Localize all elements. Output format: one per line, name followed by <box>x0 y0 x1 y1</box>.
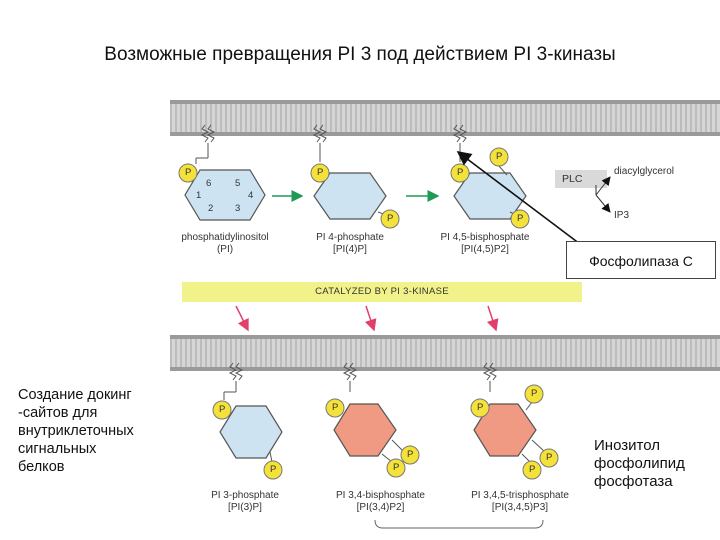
note-line: сигнальных <box>18 441 97 457</box>
label-pi4p-formula: [PI(4)P] <box>333 244 367 255</box>
molecule-pi <box>184 124 266 221</box>
phosphate-label: P <box>185 167 192 178</box>
phosphate-label: P <box>219 404 226 415</box>
label-pi4p-name: PI 4-phosphate <box>316 232 384 243</box>
molecule-pip3 <box>473 362 546 463</box>
phosphate-label: P <box>496 151 503 162</box>
kinase-banner: CATALYZED BY PI 3-KINASE <box>182 282 582 302</box>
ring-number-3: 3 <box>235 203 241 214</box>
note-line: Инозитол <box>594 437 660 454</box>
label-pi3p-name: PI 3-phosphate <box>211 490 279 501</box>
ring-number-5: 5 <box>235 178 241 189</box>
phosphate-group-bottom <box>212 384 559 480</box>
product-bracket <box>374 519 544 529</box>
note-line: фосфотаза <box>594 473 673 490</box>
arrow-kinase-1 <box>235 305 249 332</box>
diagram-title: Возможные превращения PI 3 под действием… <box>104 44 616 65</box>
plc-box <box>555 170 607 188</box>
note-line: Создание докинг <box>18 387 132 403</box>
phosphate-label: P <box>529 464 536 475</box>
label-pi-name: phosphatidylinositol <box>181 232 269 243</box>
label-pi34p2-formula: [PI(3,4)P2] <box>356 502 405 513</box>
ring-number-1: 1 <box>196 190 202 201</box>
plc-label: PLC <box>562 173 583 185</box>
callout-arrow <box>456 151 581 245</box>
note-line: -сайтов для <box>18 405 98 421</box>
label-pi-formula: (PI) <box>216 244 234 255</box>
label-pip3: PI 3,4,5-trisphosphate [PI(3,4,5)P3] <box>455 490 585 514</box>
phosphate-label: P <box>546 452 553 463</box>
phosphate-label: P <box>317 167 324 178</box>
plc-arrow-ip3 <box>595 194 611 213</box>
label-pi3p: PI 3-phosphate [PI(3)P] <box>195 490 295 514</box>
ring-number-4: 4 <box>248 190 254 201</box>
phosphate-label: P <box>517 213 524 224</box>
note-line: фосфолипид <box>594 455 685 472</box>
ip3-label: IP3 <box>614 210 630 221</box>
phosphate-label: P <box>393 462 400 473</box>
phosphate-label: P <box>531 388 538 399</box>
molecule-pi34p2 <box>333 362 405 463</box>
note-line: белков <box>18 459 65 475</box>
molecule-pip2 <box>452 124 527 220</box>
upper-membrane <box>170 100 720 136</box>
arrow-kinase-2 <box>364 305 377 332</box>
note-line: внутриклеточных <box>18 423 134 439</box>
docking-sites-note: Создание докинг -сайтов для внутриклеточ… <box>18 386 134 476</box>
lower-membrane <box>170 335 720 371</box>
molecule-pi4p <box>312 124 387 220</box>
label-pip2: PI 4,5-bisphosphate [PI(4,5)P2] <box>425 232 545 256</box>
label-pip2-formula: [PI(4,5)P2] <box>461 244 509 255</box>
plc-arrow-dag <box>595 176 611 196</box>
molecule-pi3p <box>219 362 283 463</box>
phosphate-label: P <box>332 402 339 413</box>
label-pi34p2: PI 3,4-bisphosphate [PI(3,4)P2] <box>318 490 443 514</box>
ring-number-2: 2 <box>208 203 214 214</box>
ring-number-6: 6 <box>206 178 212 189</box>
label-pi3p-formula: [PI(3)P] <box>228 502 262 513</box>
label-pip2-name: PI 4,5-bisphosphate <box>440 232 530 243</box>
diacylglycerol-label: diacylglycerol <box>614 166 675 177</box>
label-pi4p: PI 4-phosphate [PI(4)P] <box>295 232 405 256</box>
phosphate-label: P <box>387 213 394 224</box>
phosphate-group <box>178 147 530 229</box>
label-pip3-name: PI 3,4,5-trisphosphate <box>471 490 569 501</box>
phospholipase-c-callout: Фосфолипаза С <box>566 241 716 279</box>
phosphate-label: P <box>270 464 277 475</box>
arrow-kinase-3 <box>486 305 499 332</box>
phosphate-label: P <box>477 402 484 413</box>
label-pip3-formula: [PI(3,4,5)P3] <box>491 502 549 513</box>
phosphatase-note: Инозитол фосфолипид фосфотаза <box>594 437 685 491</box>
label-pi34p2-name: PI 3,4-bisphosphate <box>336 490 425 501</box>
phosphate-label: P <box>457 167 464 178</box>
phosphate-label: P <box>407 449 414 460</box>
label-pi: phosphatidylinositol (PI) <box>165 232 285 256</box>
